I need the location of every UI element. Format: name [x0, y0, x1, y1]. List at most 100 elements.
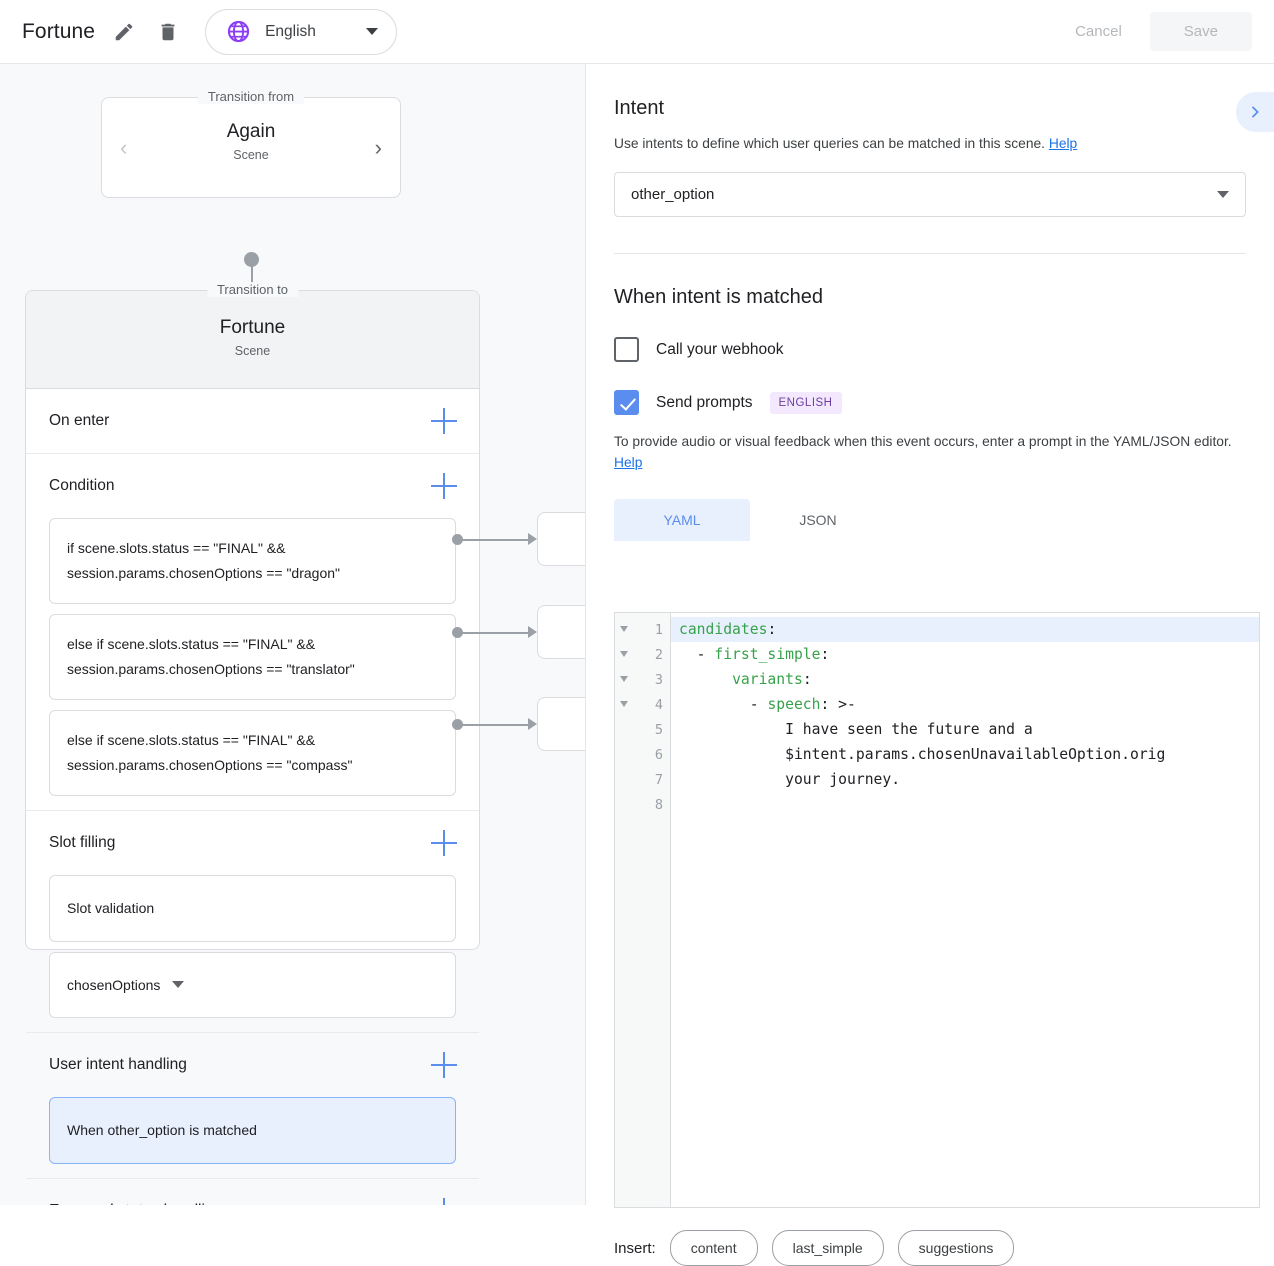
call-webhook-row[interactable]: Call your webhook	[614, 337, 1246, 362]
insert-chip-content[interactable]: content	[669, 1230, 758, 1266]
chevron-down-icon[interactable]	[172, 981, 185, 989]
section-condition: Condition if scene.slots.status == "FINA…	[26, 454, 479, 811]
section-title-error-status-handling: Error and status handling	[49, 1202, 431, 1206]
insert-label: Insert:	[614, 1239, 656, 1257]
tab-json[interactable]: JSON	[799, 512, 837, 529]
condition-item[interactable]: else if scene.slots.status == "FINAL" &&…	[49, 614, 456, 700]
editor-code-line[interactable]: your journey.	[679, 771, 901, 788]
delete-scene-button[interactable]	[153, 17, 183, 47]
section-header-condition[interactable]: Condition	[26, 454, 479, 518]
editor-code-line[interactable]: variants:	[732, 671, 812, 688]
save-button[interactable]: Save	[1149, 12, 1252, 51]
section-user-intent-handling: User intent handling When other_option i…	[26, 1033, 479, 1179]
condition-target-stub[interactable]	[537, 512, 585, 566]
slot-validation-item[interactable]: Slot validation	[49, 875, 456, 942]
send-prompts-label: Send prompts	[656, 393, 753, 411]
language-selector[interactable]: English	[205, 8, 398, 55]
chevron-right-icon[interactable]: ›	[374, 134, 382, 160]
condition-target-stub[interactable]	[537, 697, 585, 751]
section-header-error-status-handling[interactable]: Error and status handling	[26, 1179, 479, 1206]
prompts-note-text: To provide audio or visual feedback when…	[614, 434, 1232, 449]
intent-select[interactable]: other_option	[614, 172, 1246, 217]
user-intent-handler-item[interactable]: When other_option is matched	[49, 1097, 456, 1164]
transition-to-card[interactable]: Transition to Fortune Scene	[26, 282, 479, 389]
condition-edge-arrow	[528, 533, 537, 545]
condition-edge-line	[462, 539, 530, 541]
scene-card: Transition to Fortune Scene On enter Con…	[25, 282, 480, 1205]
chevron-left-icon[interactable]: ‹	[120, 134, 128, 160]
section-slot-filling: Slot filling Slot validation chosenOptio…	[26, 811, 479, 1033]
user-intent-handler-label: When other_option is matched	[67, 1122, 257, 1138]
when-matched-heading: When intent is matched	[614, 286, 823, 308]
send-prompts-checkbox[interactable]	[614, 390, 639, 415]
plus-icon[interactable]	[431, 408, 457, 434]
plus-icon[interactable]	[431, 1052, 457, 1078]
cancel-button[interactable]: Cancel	[1053, 13, 1144, 50]
section-on-enter: On enter	[26, 389, 479, 454]
condition-item[interactable]: if scene.slots.status == "FINAL" && sess…	[49, 518, 456, 604]
editor-format-tabs: YAML JSON	[614, 499, 1246, 542]
intent-description: Use intents to define which user queries…	[614, 136, 1246, 151]
slot-item-chosenoptions[interactable]: chosenOptions	[49, 951, 456, 1018]
tab-yaml[interactable]: YAML	[614, 499, 750, 542]
transition-to-legend: Transition to	[206, 282, 299, 297]
condition-edge-dot	[452, 719, 463, 730]
transition-from-legend: Transition from	[197, 89, 305, 104]
fold-triangle-icon[interactable]	[620, 651, 628, 657]
plus-icon[interactable]	[431, 830, 457, 856]
prompts-note: To provide audio or visual feedback when…	[614, 432, 1246, 473]
condition-item[interactable]: else if scene.slots.status == "FINAL" &&…	[49, 710, 456, 796]
editor-code-line[interactable]: candidates:	[671, 617, 1259, 642]
editor-line-number: 4	[615, 692, 670, 717]
insert-toolbar: Insert: content last_simple suggestions	[614, 1230, 1015, 1266]
transition-from-name: Again	[226, 121, 276, 142]
section-header-on-enter[interactable]: On enter	[26, 389, 479, 453]
section-error-status-handling: Error and status handling	[26, 1179, 479, 1206]
transition-to-name: Fortune	[219, 317, 286, 338]
intent-help-link[interactable]: Help	[1048, 136, 1078, 151]
when-intent-matched-section: When intent is matched Call your webhook…	[586, 254, 1274, 542]
send-prompts-row[interactable]: Send prompts ENGLISH	[614, 390, 1246, 415]
editor-line-number: 1	[615, 617, 670, 642]
editor-line-number: 5	[654, 721, 663, 738]
transition-from-card[interactable]: Transition from Again Scene ‹ ›	[101, 89, 401, 198]
insert-chip-suggestions[interactable]: suggestions	[897, 1230, 1015, 1266]
condition-edge-arrow	[528, 626, 537, 638]
editor-line-number: 3	[615, 667, 670, 692]
section-title-condition: Condition	[49, 477, 115, 494]
section-title-user-intent-handling: User intent handling	[49, 1056, 187, 1073]
intent-select-value: other_option	[631, 186, 715, 203]
fold-triangle-icon[interactable]	[620, 626, 628, 632]
plus-icon[interactable]	[431, 1197, 457, 1205]
fold-triangle-icon[interactable]	[620, 701, 628, 707]
condition-target-stub[interactable]	[537, 605, 585, 659]
intent-section: Intent Use intents to define which user …	[586, 64, 1274, 254]
insert-chip-last-simple[interactable]: last_simple	[771, 1230, 884, 1266]
call-webhook-checkbox[interactable]	[614, 337, 639, 362]
expand-panel-button[interactable]	[1236, 92, 1274, 132]
page-title: Fortune	[22, 19, 96, 43]
editor-code-line[interactable]	[671, 792, 1259, 817]
intent-description-text: Use intents to define which user queries…	[614, 136, 1046, 151]
editor-code-line[interactable]: - speech: >-	[679, 696, 856, 713]
condition-edge-line	[462, 632, 530, 634]
main-content: Transition from Again Scene ‹ › Transiti…	[0, 64, 1274, 1266]
edit-scene-button[interactable]	[109, 17, 139, 47]
fold-triangle-icon[interactable]	[620, 676, 628, 682]
globe-icon	[227, 20, 250, 43]
editor-code-line[interactable]: I have seen the future and a	[679, 721, 1033, 738]
section-header-slot-filling[interactable]: Slot filling	[26, 811, 479, 875]
prompts-help-link[interactable]: Help	[614, 454, 643, 470]
section-header-user-intent-handling[interactable]: User intent handling	[26, 1033, 479, 1097]
editor-code-line[interactable]: - first_simple:	[679, 646, 830, 663]
plus-icon[interactable]	[431, 473, 457, 499]
section-title-on-enter: On enter	[49, 412, 110, 429]
chevron-down-icon	[1217, 191, 1229, 198]
divider	[614, 253, 1246, 254]
intent-heading: Intent	[614, 97, 665, 119]
editor-code-line[interactable]: $intent.params.chosenUnavailableOption.o…	[679, 746, 1166, 763]
editor-code-area[interactable]: candidates: - first_simple: variants: - …	[671, 613, 1259, 1207]
editor-line-number: 7	[654, 771, 663, 788]
condition-edge-line	[462, 724, 530, 726]
